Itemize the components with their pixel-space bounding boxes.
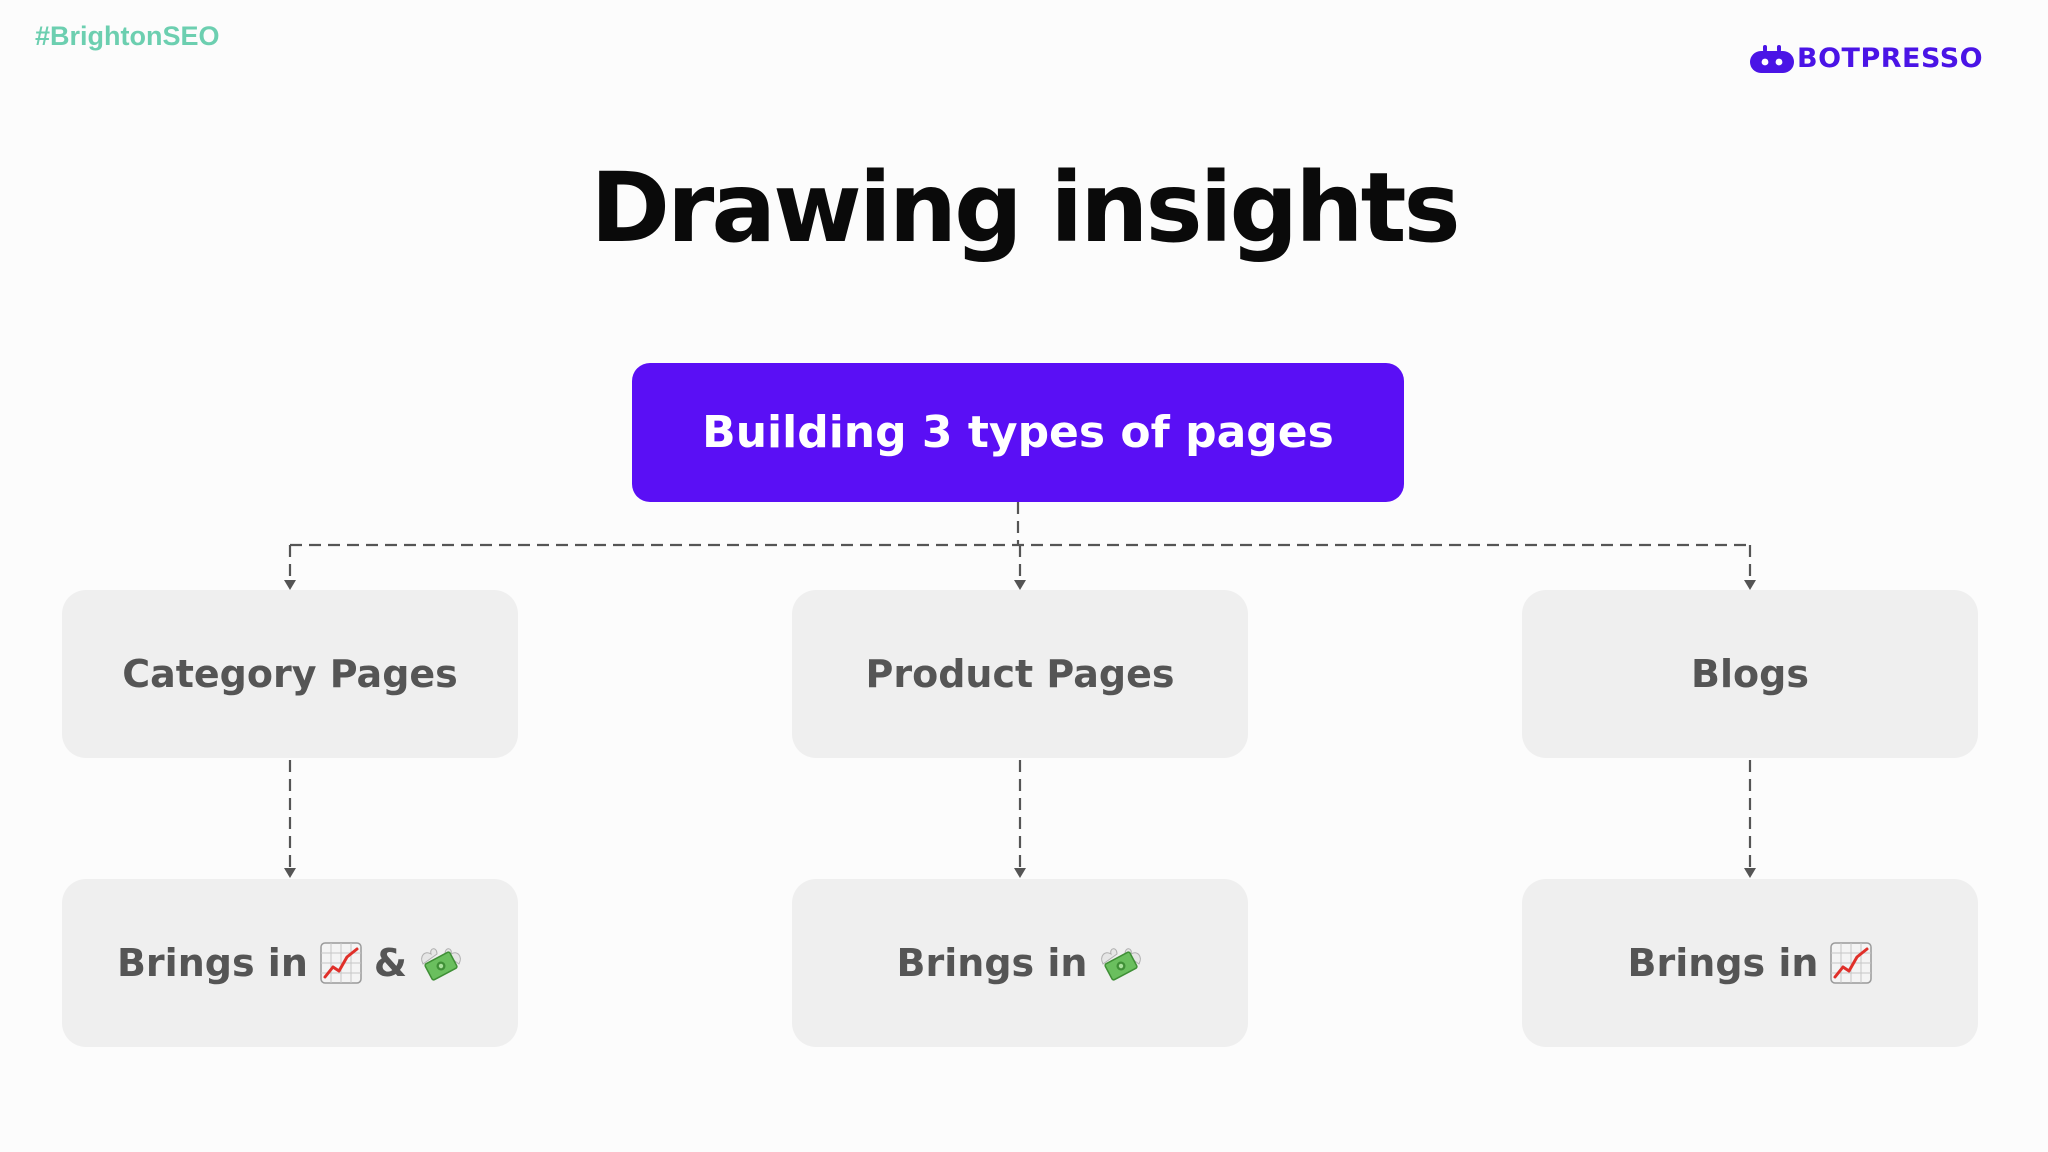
arrowhead-4	[284, 868, 296, 878]
arrowhead-5	[1014, 868, 1026, 878]
chart-increasing-icon	[1830, 942, 1873, 984]
arrowhead-1	[284, 580, 296, 590]
outcome-text: Brings in	[896, 941, 1088, 985]
brand-logo: BOTPRESSO	[1750, 36, 1983, 80]
money-with-wings-icon	[1101, 948, 1142, 981]
chart-increasing-icon	[320, 942, 362, 984]
robot-face-icon	[1750, 45, 1794, 73]
page-type-label: Product Pages	[865, 652, 1175, 696]
page-type-label: Blogs	[1691, 652, 1809, 696]
page-type-node-product: Product Pages	[792, 590, 1248, 758]
arrowhead-3	[1744, 580, 1756, 590]
brand-name: BOTPRESSO	[1797, 42, 1984, 74]
page-type-label: Category Pages	[122, 652, 458, 696]
outcome-text: Brings in	[116, 941, 308, 985]
page-type-node-category: Category Pages	[62, 590, 518, 758]
outcome-text: Brings in	[1627, 941, 1819, 985]
root-node-label: Building 3 types of pages	[702, 407, 1334, 458]
outcome-joiner: &	[373, 941, 408, 985]
arrowhead-6	[1744, 868, 1756, 878]
hashtag-label: #BrightonSEO	[35, 21, 220, 51]
money-with-wings-icon	[421, 948, 461, 981]
outcome-node-product: Brings in	[792, 879, 1248, 1047]
arrowhead-2	[1014, 580, 1026, 590]
outcome-node-category: Brings in &	[62, 879, 518, 1047]
outcome-node-blogs: Brings in	[1522, 879, 1978, 1047]
slide-title: Drawing insights	[590, 152, 1460, 264]
root-node: Building 3 types of pages	[632, 363, 1404, 502]
page-type-node-blogs: Blogs	[1522, 590, 1978, 758]
